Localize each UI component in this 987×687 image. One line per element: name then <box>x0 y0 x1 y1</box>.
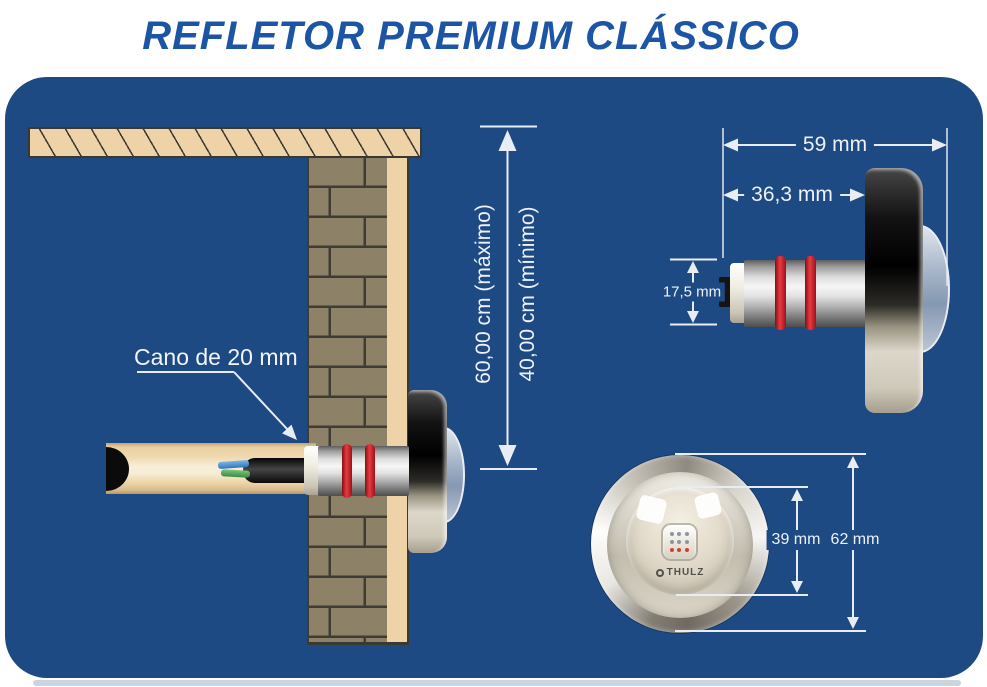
reflector-face-sectional <box>408 390 447 553</box>
brand-icon <box>655 568 664 577</box>
lens-diameter-value: 39 mm <box>766 530 826 550</box>
led-module <box>663 525 696 559</box>
led-dot-red <box>677 548 682 552</box>
oring <box>342 444 352 498</box>
embed-length-value: 36,3 mm <box>744 182 840 208</box>
led-dot <box>677 532 682 536</box>
compression-cap-sectional <box>304 446 321 495</box>
wall-base-line <box>307 642 409 645</box>
panel-shadow <box>33 680 961 686</box>
brand-name: THULZ <box>666 567 705 578</box>
overall-length-value: 59 mm <box>795 132 875 158</box>
compression-cap-side <box>730 263 745 323</box>
page-title: REFLETOR PREMIUM CLÁSSICO <box>142 14 800 58</box>
led-dot <box>685 532 690 536</box>
led-dot <box>685 540 690 544</box>
body-diameter-value: 17,5 mm <box>658 282 726 302</box>
thulz-logo: THULZ <box>622 567 738 578</box>
diagram-panel <box>5 77 983 678</box>
brick-wall <box>307 158 387 644</box>
oring <box>775 256 786 330</box>
green-wire <box>220 469 251 478</box>
led-dot <box>669 532 674 536</box>
power-cable <box>243 458 313 483</box>
oring <box>365 444 375 498</box>
reflector-body-sectional <box>318 446 409 496</box>
led-dot <box>677 540 682 544</box>
led-dot-red <box>669 548 674 552</box>
depth-max-label: 60,00 cm (máximo) <box>472 204 495 384</box>
depth-min-label: 40,00 cm (mínimo) <box>516 206 539 382</box>
wall-plaster-layer <box>387 158 409 644</box>
pipe-label: Cano de 20 mm <box>134 344 298 370</box>
led-dot-red <box>685 548 690 552</box>
oring <box>805 256 816 330</box>
reflector-face-side <box>865 168 923 413</box>
ceiling-beam <box>28 127 422 158</box>
pipe-end-cap <box>106 447 129 491</box>
face-diameter-value: 62 mm <box>825 530 885 550</box>
led-dot <box>669 540 674 544</box>
